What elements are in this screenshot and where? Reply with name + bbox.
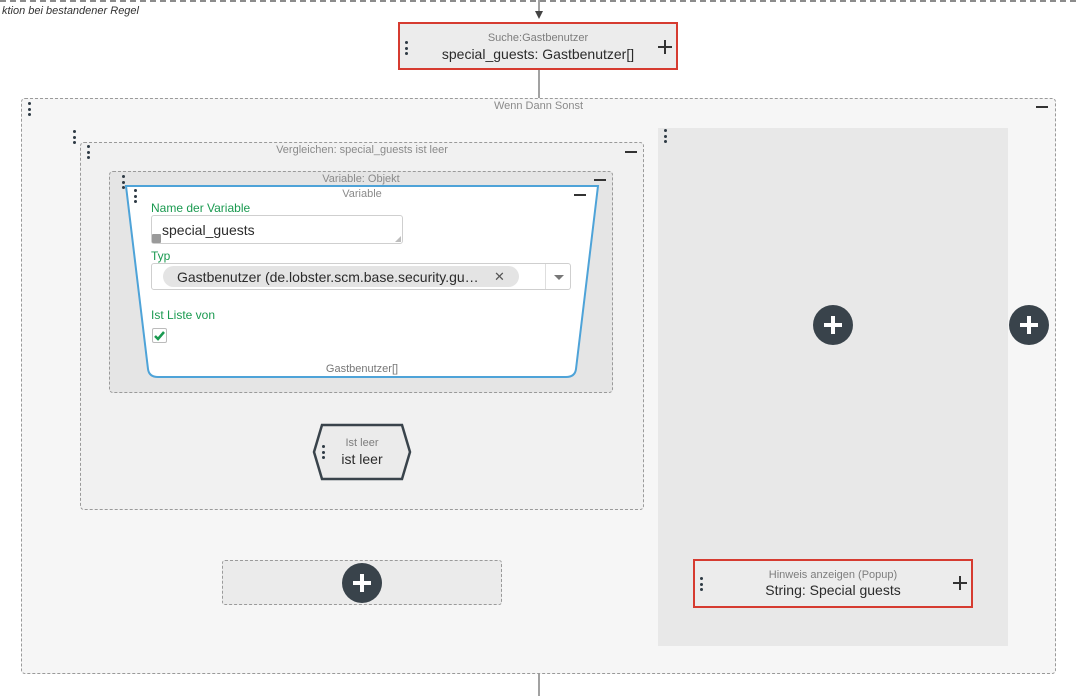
rule-label: ktion bei bestandener Regel [2,5,139,17]
select-divider [545,264,546,289]
search-node-title: special_guests: Gastbenutzer[] [441,46,635,62]
collapse-minus-icon[interactable] [574,194,586,196]
show-hint-node[interactable]: Hinweis anzeigen (Popup) String: Special… [693,559,973,608]
collapse-minus-icon[interactable] [594,179,606,181]
link-icon [152,234,161,243]
drag-handle-icon[interactable] [27,102,31,116]
is-empty-title: ist leer [341,451,383,467]
is-empty-subtitle: Ist leer [345,437,379,449]
resize-handle-icon[interactable] [395,236,401,242]
is-list-checkbox[interactable] [152,328,167,343]
variable-card-title: Variable [342,188,382,200]
drag-handle-icon[interactable] [663,129,667,143]
variable-name-field[interactable]: special_guests [151,215,403,244]
drag-handle-icon[interactable] [699,577,703,591]
drag-handle-icon[interactable] [321,445,325,459]
is-empty-node[interactable]: Ist leer ist leer [312,423,412,481]
if-then-else-caption: Wenn Dann Sonst [493,100,584,112]
hint-node-subtitle: Hinweis anzeigen (Popup) [768,569,898,581]
collapse-minus-icon[interactable] [1036,106,1048,108]
check-icon [154,331,165,341]
compare-caption: Vergleichen: special_guests ist leer [276,144,448,156]
type-chip-label: Gastbenutzer (de.lobster.scm.base.securi… [177,269,479,285]
add-branch-button[interactable] [1009,305,1049,345]
hint-node-title: String: Special guests [765,582,901,598]
expand-plus-icon[interactable] [953,576,967,590]
add-step-button[interactable] [342,563,382,603]
chevron-down-icon[interactable] [554,275,564,280]
drag-handle-icon[interactable] [133,189,137,203]
search-node-subtitle: Suche:Gastbenutzer [487,32,589,44]
drag-handle-icon[interactable] [121,175,125,189]
drag-handle-icon[interactable] [72,130,76,144]
is-list-label: Ist Liste von [151,308,216,322]
remove-chip-icon[interactable]: ✕ [494,269,505,284]
drag-handle-icon[interactable] [404,41,408,55]
variable-card[interactable]: Variable Name der Variable special_guest… [124,184,600,380]
type-select[interactable]: Gastbenutzer (de.lobster.scm.base.securi… [151,263,571,290]
is-empty-shape [312,423,412,481]
drag-handle-icon[interactable] [86,145,90,159]
expand-plus-icon[interactable] [658,40,672,54]
search-node[interactable]: Suche:Gastbenutzer special_guests: Gastb… [398,22,678,70]
variable-name-label: Name der Variable [151,201,251,215]
variable-card-footer: Gastbenutzer[] [325,363,399,375]
collapse-minus-icon[interactable] [625,151,637,153]
type-chip: Gastbenutzer (de.lobster.scm.base.securi… [163,266,519,287]
variable-name-value: special_guests [162,222,255,238]
type-label: Typ [151,249,171,263]
variable-object-caption: Variable: Objekt [322,173,400,185]
add-step-button[interactable] [813,305,853,345]
